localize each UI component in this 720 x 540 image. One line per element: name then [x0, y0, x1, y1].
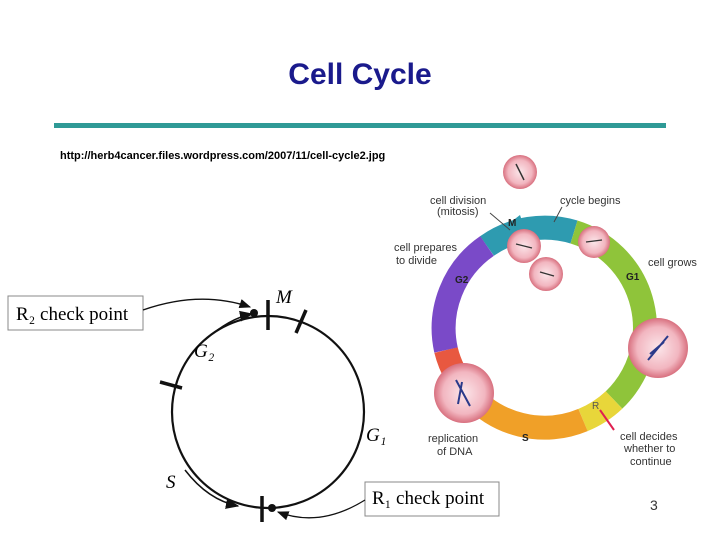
replication-label-2: of DNA [437, 446, 473, 458]
restriction-label: R [592, 401, 599, 412]
segment-s-label: S [522, 433, 529, 444]
segment-g2 [431, 236, 495, 353]
restriction-marker [599, 409, 615, 431]
segment-g1-yellow [578, 391, 623, 432]
cycle-arrow-top [204, 310, 254, 341]
cell-division-label-1: cell division [430, 195, 486, 207]
tick-g2-s [159, 380, 183, 390]
segment-g1-label: G1 [626, 272, 640, 283]
cell-cycle-illustration: M G1 G2 S R cell division (mitosis) cycl… [394, 155, 697, 468]
replication-label-1: replication [428, 433, 478, 445]
phase-m-label: M [275, 287, 293, 308]
cell-prepares-label-2: to divide [396, 255, 437, 267]
r1-checkpoint-dot [268, 504, 276, 512]
r2-checkpoint-label: R₂ check point [16, 304, 129, 325]
r1-checkpoint-label: R₁ check point [372, 488, 485, 509]
segment-m [480, 215, 578, 257]
title-divider [54, 123, 666, 128]
cell-decides-label-3: continue [630, 456, 672, 468]
phase-g2-label: G₂ [194, 341, 215, 362]
r1-pointer-arrow [276, 499, 366, 521]
cell-prepares-label-1: cell prepares [394, 242, 457, 254]
cycle-begins-label: cycle begins [560, 195, 621, 207]
cell-division-label-2: (mitosis) [437, 206, 479, 218]
phase-g1-label: G₁ [366, 425, 386, 446]
cell-g1-small [578, 226, 610, 258]
cell-decides-label-2: whether to [623, 443, 675, 455]
page-number: 3 [650, 497, 658, 513]
r2-checkpoint-dot [250, 309, 258, 317]
segment-g1 [570, 220, 657, 409]
r1-checkpoint-box [364, 481, 500, 517]
source-url: http://herb4cancer.files.wordpress.com/2… [60, 150, 386, 162]
tick-m-right [294, 309, 308, 334]
segment-g2-label: G2 [455, 275, 469, 286]
schematic-cycle: M G₂ G₁ S R₂ check point R₁ check point [7, 287, 500, 522]
slide-title: Cell Cycle [288, 58, 432, 91]
r2-pointer-arrow [142, 298, 252, 311]
cell-grows-label: cell grows [648, 257, 697, 269]
cycle-arrow-bottom [184, 469, 240, 509]
segment-m-label: M [508, 218, 516, 229]
cell-decides-label-1: cell decides [620, 431, 678, 443]
r2-checkpoint-box [7, 295, 144, 331]
phase-s-label: S [166, 472, 176, 493]
